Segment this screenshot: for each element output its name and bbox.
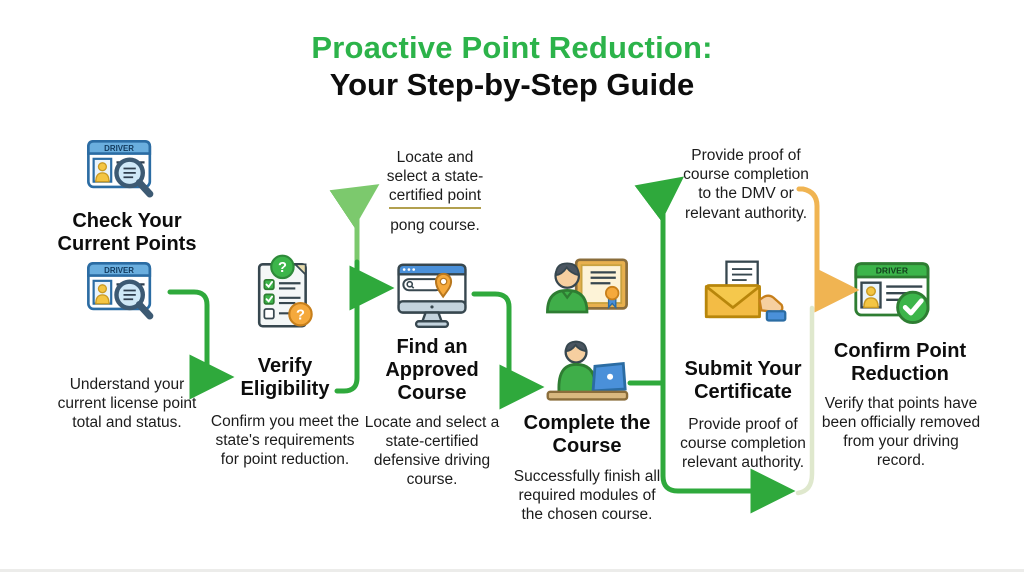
note-underlined: certified point (388, 186, 482, 209)
course-search-monitor-icon (397, 263, 467, 329)
page-title: Proactive Point Reduction: Your Step-by-… (0, 30, 1024, 103)
step3-description: Locate and select a state-certified defe… (364, 414, 500, 488)
page-title-line2: Your Step-by-Step Guide (329, 66, 695, 102)
step5-title: Submit Your Certificate (684, 358, 802, 403)
connector-step2-trunk (334, 259, 360, 394)
step3-title: Find an Approved Course (385, 336, 479, 404)
note-line: Locate and (396, 149, 474, 166)
step3-icon (392, 260, 472, 330)
driver-license-magnifier-icon: DRIVER (87, 139, 154, 198)
graduate-certificate-icon (546, 258, 628, 314)
page-title-line1: Proactive Point Reduction: (311, 30, 713, 65)
connector-step1-step2 (167, 289, 235, 400)
connector-step4-note (634, 176, 684, 386)
card-label: DRIVER (876, 266, 908, 276)
svg-text:?: ? (296, 307, 305, 323)
step2-title: Verify Eligibility (240, 355, 330, 400)
step6-icon: DRIVER (852, 258, 947, 334)
step2-description: Confirm you meet the state's requirement… (210, 413, 360, 468)
step2-icon: ? ? (242, 254, 328, 340)
step4-icon-bottom (538, 338, 633, 406)
step1-icon-top: DRIVER (83, 136, 171, 208)
note-line: pong course. (390, 216, 480, 234)
step6-description: Verify that points have been officially … (821, 395, 981, 469)
driver-license-check-icon: DRIVER (854, 262, 930, 325)
step5-icon (697, 258, 789, 337)
step5-description: Provide proof of course completion relev… (680, 416, 806, 471)
step1-icon-bottom: DRIVER (83, 258, 171, 330)
step4-icon-top (542, 256, 632, 332)
driver-license-magnifier-icon: DRIVER (87, 261, 154, 320)
envelope-document-icon (704, 260, 787, 322)
step4-title: Complete the Course (523, 412, 651, 457)
note-line: select a state- (386, 168, 484, 186)
connector-step2-step3 (349, 265, 395, 311)
student-laptop-icon (546, 340, 629, 401)
connector-step2-note (329, 184, 380, 265)
svg-text:?: ? (278, 260, 287, 276)
eligibility-checklist-icon: ? ? (257, 254, 313, 328)
step6-title: Confirm Point Reduction (833, 340, 967, 385)
submit-proof-note: Provide proof of course completion to th… (683, 147, 809, 222)
step1-description: Understand your current license point to… (57, 376, 197, 431)
bottom-edge-line (0, 569, 1024, 572)
card-label: DRIVER (104, 266, 134, 275)
step4-description: Successfully finish all required modules… (513, 468, 661, 523)
card-label: DRIVER (104, 144, 134, 153)
step1-title: Check Your Current Points (57, 210, 197, 255)
find-course-note: Locate and select a state- certified poi… (374, 148, 496, 235)
